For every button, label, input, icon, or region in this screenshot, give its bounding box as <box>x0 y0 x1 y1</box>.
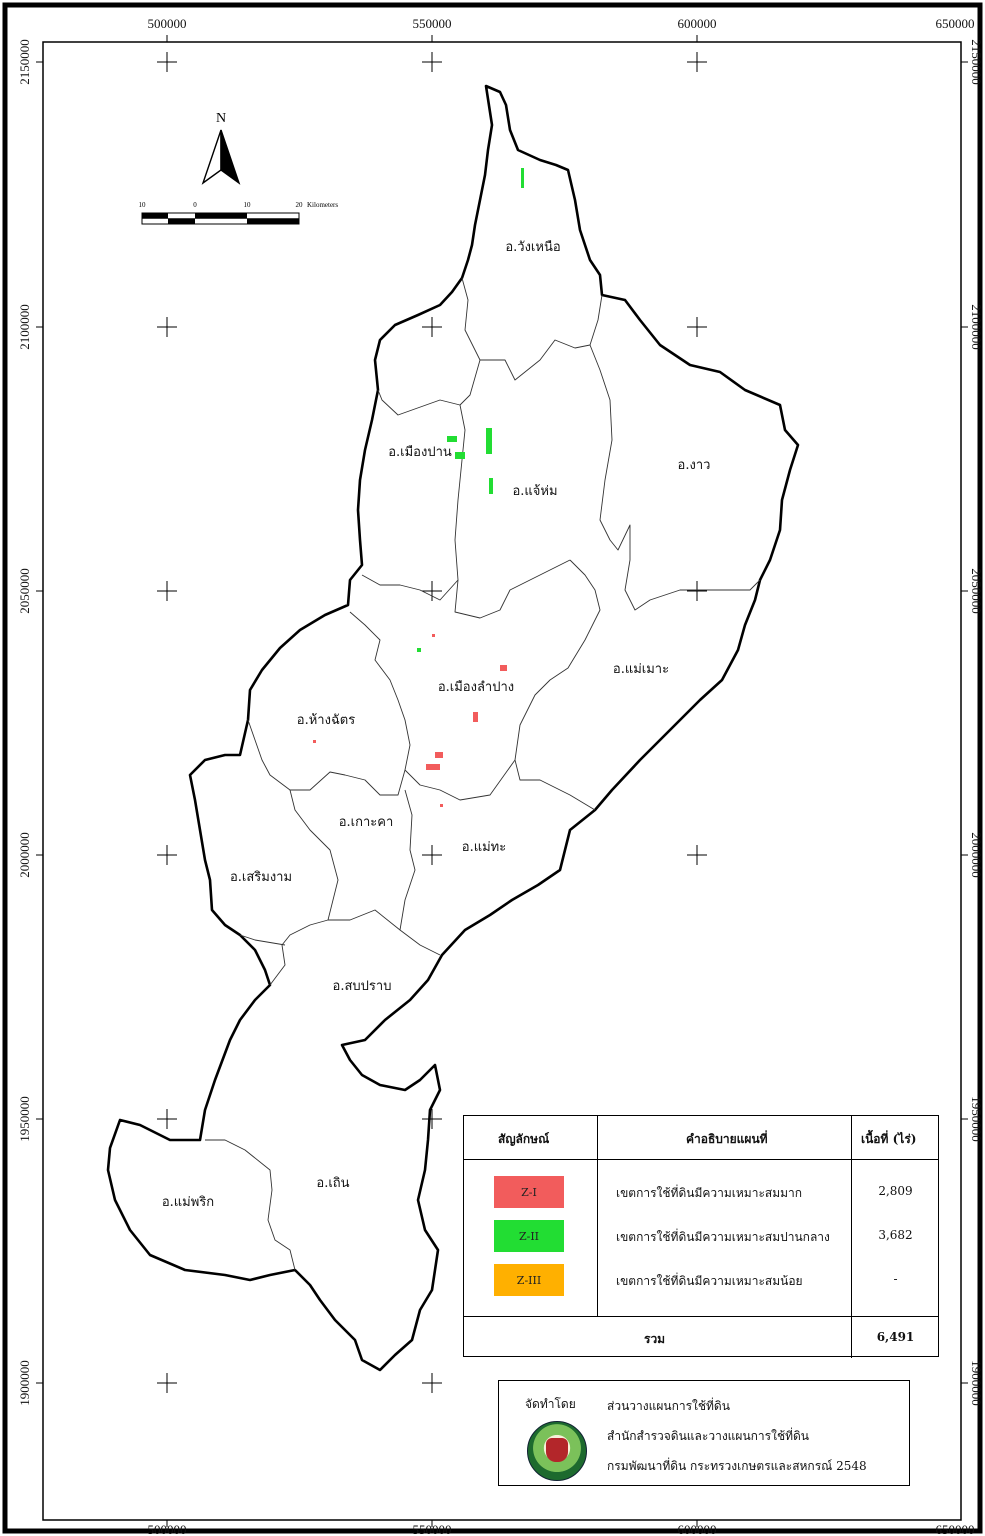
legend-swatch-z3: Z-III <box>494 1264 564 1296</box>
legend-header-description: คำอธิบายแผนที่ <box>686 1132 768 1146</box>
scale-unit: Kilometers <box>307 201 338 209</box>
zone-patches <box>313 168 524 807</box>
grid-y-label-right: 2150000 <box>969 39 984 85</box>
grid-y-label-left: 2150000 <box>17 39 32 85</box>
district-label: อ.แม่ทะ <box>462 840 506 855</box>
grid-y-label-left: 2050000 <box>17 568 32 614</box>
district-label: อ.งาว <box>678 458 711 473</box>
grid-y-label-right: 1900000 <box>969 1360 984 1406</box>
district-label: อ.แม่พริก <box>162 1195 214 1210</box>
north-arrow-icon: N <box>201 111 241 185</box>
scale-tick: 10 <box>244 201 252 209</box>
grid-x-label-top: 650000 <box>936 16 975 31</box>
legend-description: เขตการใช้ที่ดินมีความเหมาะสมปานกลาง <box>616 1230 830 1244</box>
district-label: อ.สบปราบ <box>333 979 392 994</box>
district-label: อ.เสริมงาม <box>230 870 292 885</box>
grid-y-label-right: 1950000 <box>969 1096 984 1142</box>
scale-tick: 10 <box>139 201 147 209</box>
grid-x-label-top: 500000 <box>148 16 187 31</box>
legend-total-area: 6,491 <box>876 1330 915 1344</box>
scale-tick: 20 <box>296 201 304 209</box>
grid-x-label-bottom: 650000 <box>936 1522 975 1536</box>
grid-y-label-right: 2000000 <box>969 832 984 878</box>
grid-x-label-top: 600000 <box>678 16 717 31</box>
district-label: อ.วังเหนือ <box>505 239 560 255</box>
legend-header-symbol: สัญลักษณ์ <box>498 1132 550 1146</box>
district-label: อ.เกาะคา <box>339 815 394 830</box>
grid-y-label-right: 2100000 <box>969 304 984 350</box>
district-label: อ.เมืองปาน <box>388 444 452 460</box>
legend-area: 3,682 <box>878 1228 913 1242</box>
credit-label: จัดทำโดย <box>525 1397 576 1411</box>
district-boundaries <box>205 277 761 1271</box>
credit-line: กรมพัฒนาที่ดิน กระทรวงเกษตรและสหกรณ์ 254… <box>607 1459 867 1473</box>
map-neatline <box>42 41 962 1521</box>
district-label: อ.แม่เมาะ <box>613 662 669 677</box>
district-label: อ.เถิน <box>316 1176 349 1191</box>
legend-swatch-z2: Z-II <box>494 1220 564 1252</box>
grid-x-label-bottom: 550000 <box>413 1522 452 1536</box>
credit-box: จัดทำโดย ส่วนวางแผนการใช้ที่ดิน สำนักสำร… <box>498 1380 910 1486</box>
grid-x-label-top: 550000 <box>413 16 452 31</box>
grid-y-label-left: 2000000 <box>17 832 32 878</box>
grid-y-label-left: 1900000 <box>17 1360 32 1406</box>
legend-table: สัญลักษณ์ คำอธิบายแผนที่ เนื้อที่ (ไร่) … <box>463 1115 939 1358</box>
legend-description: เขตการใช้ที่ดินมีความเหมาะสมมาก <box>616 1186 803 1200</box>
graticule-crosses <box>157 52 707 1393</box>
department-seal-icon <box>527 1421 587 1481</box>
legend-code: Z-II <box>518 1229 540 1243</box>
legend-swatch-z1: Z-I <box>494 1176 564 1208</box>
north-label: N <box>216 111 226 126</box>
grid-x-label-bottom: 600000 <box>678 1522 717 1536</box>
legend-header-area: เนื้อที่ (ไร่) <box>861 1132 917 1146</box>
scale-bar: 10 0 10 20 Kilometers <box>139 201 338 225</box>
legend-code: Z-I <box>521 1185 537 1199</box>
grid-y-label-right: 2050000 <box>969 568 984 614</box>
province-boundary <box>106 84 800 1372</box>
credit-line: ส่วนวางแผนการใช้ที่ดิน <box>607 1399 730 1413</box>
grid-y-label-left: 2100000 <box>17 304 32 350</box>
legend-total-label: รวม <box>644 1332 666 1346</box>
grid-x-label-bottom: 500000 <box>148 1522 187 1536</box>
legend-description: เขตการใช้ที่ดินมีความเหมาะสมน้อย <box>616 1274 803 1288</box>
district-label: อ.เมืองลำปาง <box>438 679 514 695</box>
district-label: อ.ห้างฉัตร <box>297 713 355 728</box>
scale-tick: 0 <box>193 201 197 209</box>
grid-y-label-left: 1950000 <box>17 1096 32 1142</box>
legend-code: Z-III <box>516 1273 542 1287</box>
legend-area: 2,809 <box>878 1184 913 1198</box>
legend-area: - <box>893 1272 898 1286</box>
frame-ticks <box>36 35 968 1527</box>
district-label: อ.แจ้ห่ม <box>512 484 557 499</box>
credit-line: สำนักสำรวจดินและวางแผนการใช้ที่ดิน <box>607 1429 810 1443</box>
